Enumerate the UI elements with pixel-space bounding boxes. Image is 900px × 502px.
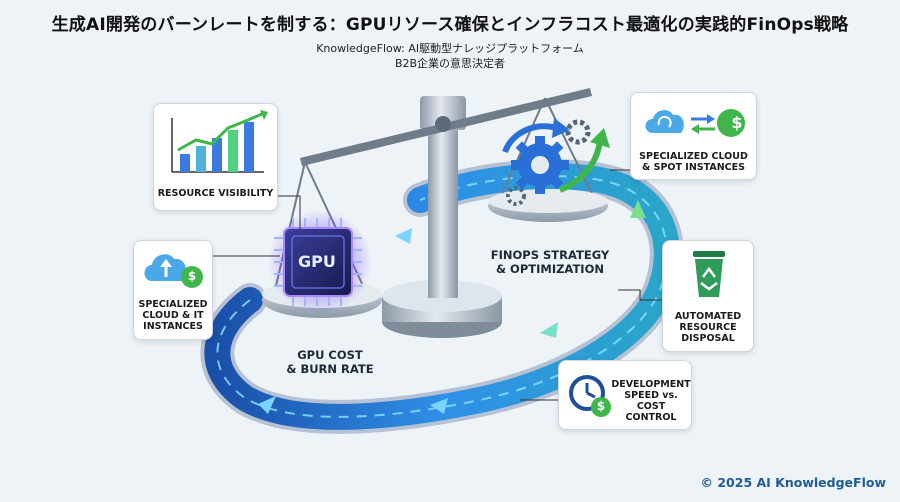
gpu-cost-label: GPU COST & BURN RATE bbox=[286, 348, 374, 376]
callout-label-resource-visibility: RESOURCE VISIBILITY bbox=[157, 188, 274, 199]
subtitle-line-1: KnowledgeFlow: AI駆動型ナレッジプラットフォーム bbox=[316, 42, 584, 55]
callout-resource-disposal: AUTOMATED RESOURCE DISPOSAL bbox=[662, 240, 754, 352]
subtitle: KnowledgeFlow: AI駆動型ナレッジプラットフォーム B2B企業の意… bbox=[0, 41, 900, 71]
dollar-icon: $ bbox=[596, 399, 606, 413]
callout-spot-instances: $ SPECIALIZED CLOUD & SPOT INSTANCES bbox=[630, 92, 757, 180]
callout-label-spot-instances: SPECIALIZED CLOUD & SPOT INSTANCES bbox=[639, 151, 748, 173]
callout-resource-visibility: RESOURCE VISIBILITY bbox=[153, 103, 278, 211]
subtitle-line-2: B2B企業の意思決定者 bbox=[394, 57, 506, 70]
callout-label-it-instances: SPECIALIZED CLOUD & IT INSTANCES bbox=[138, 299, 208, 332]
callout-dev-speed: $ DEVELOPMENT SPEED vs. COST CONTROL bbox=[558, 360, 692, 430]
finops-strategy-label: FINOPS STRATEGY & OPTIMIZATION bbox=[490, 248, 610, 276]
copyright: © 2025 AI KnowledgeFlow bbox=[700, 475, 887, 490]
bar-chart-icon bbox=[171, 110, 268, 173]
recycle-bin-icon bbox=[693, 251, 725, 297]
dollar-icon: $ bbox=[731, 113, 743, 132]
page-title: 生成AI開発のバーンレートを制する：GPUリソース確保とインフラコスト最適化の実… bbox=[51, 15, 849, 35]
callout-connectors bbox=[212, 169, 662, 401]
callout-it-instances: $ SPECIALIZED CLOUD & IT INSTANCES bbox=[133, 240, 213, 340]
dollar-icon: $ bbox=[187, 269, 197, 283]
cloud-upload-icon bbox=[144, 254, 203, 288]
callout-label-dev-speed: DEVELOPMENT SPEED vs. COST CONTROL bbox=[611, 379, 691, 423]
finops-gear-icon bbox=[502, 118, 610, 206]
gpu-chip-label: GPU bbox=[298, 252, 336, 271]
clock-icon bbox=[569, 375, 611, 417]
cloud-sync-icon bbox=[645, 109, 745, 137]
callout-label-resource-disposal: AUTOMATED RESOURCE DISPOSAL bbox=[674, 311, 742, 344]
gpu-chip bbox=[268, 210, 372, 314]
